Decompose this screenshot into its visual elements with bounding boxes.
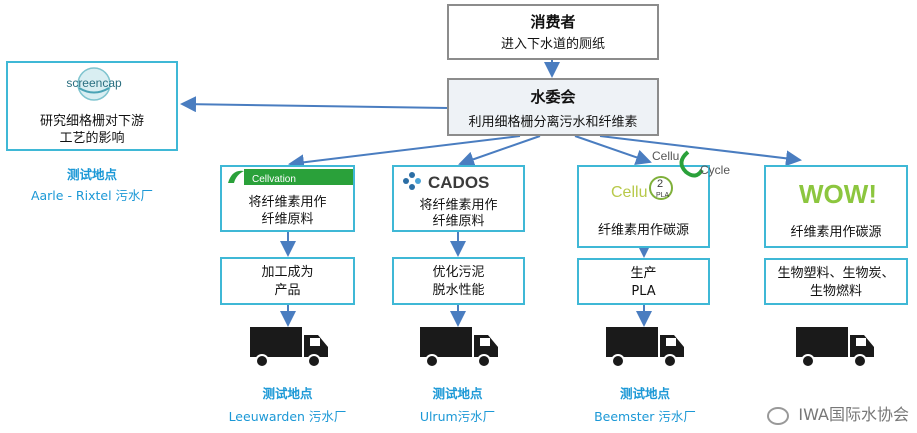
cellvation-box: Cellvation 将纤维素用作 纤维原料 [220,165,355,232]
test-site-leeuwarden: 测试地点 Leeuwarden 污水厂 [215,385,360,425]
screencap-line2: 工艺的影响 [59,131,125,146]
cellu2pla-process-box: 生产 PLA [577,258,710,305]
truck-icon [606,327,684,368]
cellvation-logo-text: Cellvation [252,174,296,185]
wow-process-line2: 生物燃料 [809,284,862,299]
cellucycle-logo-a: Cellu [652,149,679,163]
truck-icon [796,327,874,368]
wow-box: WOW! 纤维素用作碳源 [764,165,908,248]
cados-logo-text: CADOS [428,173,489,192]
cellu2pla-process-line2: PLA [631,284,656,299]
screencap-test-site-name: Aarle - Rixtel 污水厂 [30,188,154,203]
cellu2pla-logo: Cellu 2 PLA [611,176,673,201]
screencap-box: screencap 研究细格栅对下游 工艺的影响 [6,61,178,151]
screencap-line1: 研究细格栅对下游 [39,114,144,129]
cellucycle-logo-b: Cycle [700,163,730,177]
screencap-test-site: 测试地点 Aarle - Rixtel 污水厂 [6,166,178,204]
wechat-icon [767,406,790,425]
screencap-logo-text: screencap [66,76,122,90]
cados-box: CADOS 将纤维素用作 纤维原料 [392,165,525,232]
screencap-logo: screencap [66,67,122,101]
cellu2pla-logo-a: Cellu [611,184,647,201]
cellucycle-logo: Cellu Cycle [652,149,730,178]
test-site-name: Leeuwarden 污水厂 [228,409,347,424]
cellu2pla-box: Cellu 2 PLA 纤维素用作碳源 [577,165,710,248]
cellu2pla-process-line1: 生产 [630,266,657,281]
consumer-title: 消费者 [530,13,576,31]
wow-logo: WOW! [799,179,877,209]
cellu2pla-logo-sup: 2 [657,178,663,190]
cados-logo: CADOS [403,172,489,192]
cados-process-line1: 优化污泥 [432,265,485,280]
test-site-heading: 测试地点 [619,386,670,401]
truck-icon [250,327,328,368]
test-site-ulrum: 测试地点 Ulrum污水厂 [385,385,530,425]
test-site-name: Beemster 污水厂 [594,409,696,424]
test-site-heading: 测试地点 [432,386,483,401]
test-site-name: Ulrum污水厂 [419,409,496,424]
test-site-heading: 测试地点 [262,386,313,401]
cellvation-process-line1: 加工成为 [261,265,314,280]
wow-process-box: 生物塑料、生物炭、 生物燃料 [764,258,908,305]
cados-line2: 纤维原料 [432,214,485,229]
wow-logo-text: WOW! [799,179,877,209]
cellu2pla-line1: 纤维素用作碳源 [597,223,689,238]
truck-icon [420,327,498,368]
cados-process-line2: 脱水性能 [432,283,485,298]
cellu2pla-logo-b: PLA [656,192,670,199]
watermark: IWA国际水协会 [767,401,909,425]
wow-line1: 纤维素用作碳源 [790,225,882,240]
cellvation-line2: 纤维原料 [261,212,314,227]
cados-line1: 将纤维素用作 [419,198,498,213]
wow-process-line1: 生物塑料、生物炭、 [777,266,895,281]
water-board-title: 水委会 [530,88,576,106]
consumer-box: 消费者 进入下水道的厕纸 [447,4,659,60]
consumer-subtitle: 进入下水道的厕纸 [500,37,605,52]
water-board-box: 水委会 利用细格栅分离污水和纤维素 [447,78,659,136]
cellvation-line1: 将纤维素用作 [248,195,327,210]
cellvation-process-line2: 产品 [274,283,301,298]
screencap-test-site-heading: 测试地点 [66,167,117,182]
water-board-subtitle: 利用细格栅分离污水和纤维素 [468,115,638,130]
cellvation-logo: Cellvation [222,167,353,187]
test-site-beemster: 测试地点 Beemster 污水厂 [570,385,720,425]
cados-process-box: 优化污泥 脱水性能 [392,257,525,305]
watermark-text: IWA国际水协会 [798,405,909,424]
cellvation-process-box: 加工成为 产品 [220,257,355,305]
